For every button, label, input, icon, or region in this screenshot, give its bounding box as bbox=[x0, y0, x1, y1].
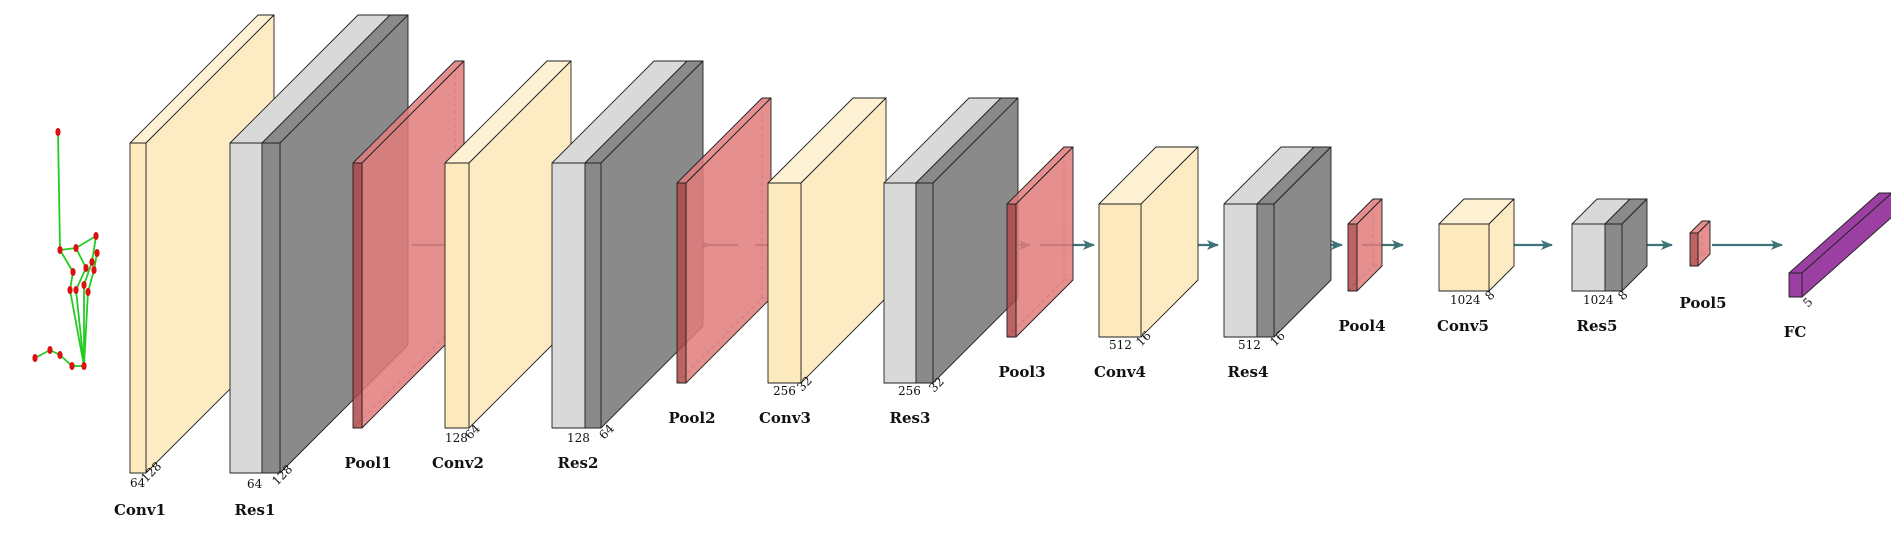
skeleton-joint bbox=[73, 286, 79, 294]
layer-pool2: Pool2 bbox=[668, 97, 772, 427]
skeleton-joint bbox=[47, 346, 53, 354]
conv1-front-face bbox=[129, 142, 147, 474]
skeleton-joint bbox=[91, 266, 97, 274]
skeleton-bone bbox=[59, 247, 77, 251]
layer-label-pool2: Pool2 bbox=[668, 409, 715, 427]
res1-front-face-dark bbox=[261, 142, 281, 474]
skeleton-bone bbox=[57, 131, 61, 251]
pool1-front-face bbox=[352, 162, 363, 429]
layer-fc: FC 5 bbox=[1784, 192, 1891, 341]
layer-label-conv3: Conv3 bbox=[759, 409, 811, 427]
pool4-front-face bbox=[1347, 223, 1358, 292]
layer-label-pool3: Pool3 bbox=[998, 363, 1045, 381]
res5-front-face-light bbox=[1571, 223, 1606, 292]
res2-front-face-light bbox=[551, 162, 586, 429]
layer-label-conv1: Conv1 bbox=[114, 501, 166, 519]
skeleton-joint bbox=[57, 246, 63, 254]
dim-label-res2-1: 128 bbox=[567, 431, 590, 445]
dim-label-conv1-1: 64 bbox=[130, 476, 146, 490]
skeleton-joint bbox=[94, 249, 100, 257]
skeleton-joint bbox=[89, 258, 95, 266]
skeleton-joint bbox=[57, 351, 63, 359]
layer-label-fc: FC bbox=[1784, 323, 1807, 341]
skeleton-joint bbox=[85, 288, 91, 296]
skeleton-bone bbox=[75, 289, 85, 367]
fc-side-face bbox=[1801, 193, 1891, 298]
dim-label-res3-1: 256 bbox=[898, 384, 921, 398]
pool3-side-face bbox=[1015, 146, 1074, 338]
res3-front-face-dark bbox=[915, 182, 934, 384]
res5-front-face-dark bbox=[1604, 223, 1623, 292]
hand-skeleton-input-figure bbox=[32, 128, 100, 370]
dim-label-fc-1: 5 bbox=[1800, 295, 1815, 310]
dim-label-res1-1: 64 bbox=[247, 477, 263, 491]
dim-label-conv5-2: 8 bbox=[1482, 288, 1497, 303]
dim-label-res5-2: 8 bbox=[1615, 288, 1630, 303]
skeleton-bone bbox=[91, 235, 97, 263]
pool3-front-face bbox=[1006, 203, 1017, 338]
skeleton-bone bbox=[34, 349, 51, 359]
dim-label-conv2-1: 128 bbox=[445, 431, 468, 445]
skeleton-joint bbox=[81, 362, 87, 370]
layer-label-pool4: Pool4 bbox=[1338, 317, 1385, 335]
skeleton-joint bbox=[70, 268, 76, 276]
conv4-front-face bbox=[1098, 203, 1142, 338]
layer-pool3: Pool3 bbox=[998, 146, 1074, 381]
res4-front-face-dark bbox=[1256, 203, 1275, 338]
dim-label-conv4-1: 512 bbox=[1109, 338, 1132, 352]
dim-label-conv3-1: 256 bbox=[773, 384, 796, 398]
skeleton-joint bbox=[93, 232, 99, 240]
skeleton-bone bbox=[59, 249, 74, 273]
skeleton-joint bbox=[83, 264, 89, 272]
skeleton-bone bbox=[69, 289, 85, 367]
skeleton-joint bbox=[69, 362, 75, 370]
skeleton-bone bbox=[83, 261, 93, 286]
skeleton-bone bbox=[75, 247, 87, 269]
fc-front-face bbox=[1788, 272, 1803, 298]
conv5-front-face bbox=[1438, 223, 1490, 292]
res1-front-face-light bbox=[229, 142, 263, 474]
pool2-front-face bbox=[676, 182, 687, 384]
skeleton-bone bbox=[75, 267, 87, 291]
skeleton-bone bbox=[75, 235, 97, 249]
layer-label-pool5: Pool5 bbox=[1679, 294, 1726, 312]
layer-label-res5: Res5 bbox=[1577, 317, 1618, 335]
res2-front-face-dark bbox=[584, 162, 602, 429]
skeleton-joint bbox=[32, 354, 38, 362]
layer-label-res2: Res2 bbox=[558, 454, 599, 472]
dim-label-conv5-1: 1024 bbox=[1450, 293, 1481, 307]
conv3-front-face bbox=[767, 182, 802, 384]
res4-front-face-light bbox=[1223, 203, 1258, 338]
dim-label-res5-1: 1024 bbox=[1583, 293, 1614, 307]
layer-label-conv5: Conv5 bbox=[1437, 317, 1489, 335]
skeleton-bone bbox=[83, 291, 89, 367]
layer-label-conv4: Conv4 bbox=[1094, 363, 1146, 381]
skeleton-joint bbox=[55, 128, 61, 136]
skeleton-joint bbox=[73, 244, 79, 252]
skeleton-joint bbox=[81, 281, 87, 289]
skeleton-joint bbox=[67, 286, 73, 294]
layer-pool4: Pool4 bbox=[1338, 198, 1386, 335]
layer-label-res4: Res4 bbox=[1228, 363, 1269, 381]
layer-label-res1: Res1 bbox=[235, 501, 276, 519]
layer-pool5: Pool5 bbox=[1679, 220, 1727, 312]
layer-label-conv2: Conv2 bbox=[432, 454, 484, 472]
dim-label-res4-1: 512 bbox=[1238, 338, 1261, 352]
res3-front-face-light bbox=[883, 182, 917, 384]
layer-label-pool1: Pool1 bbox=[344, 454, 391, 472]
conv2-front-face bbox=[444, 162, 470, 429]
layer-label-res3: Res3 bbox=[890, 409, 931, 427]
pool5-front-face bbox=[1689, 232, 1699, 267]
